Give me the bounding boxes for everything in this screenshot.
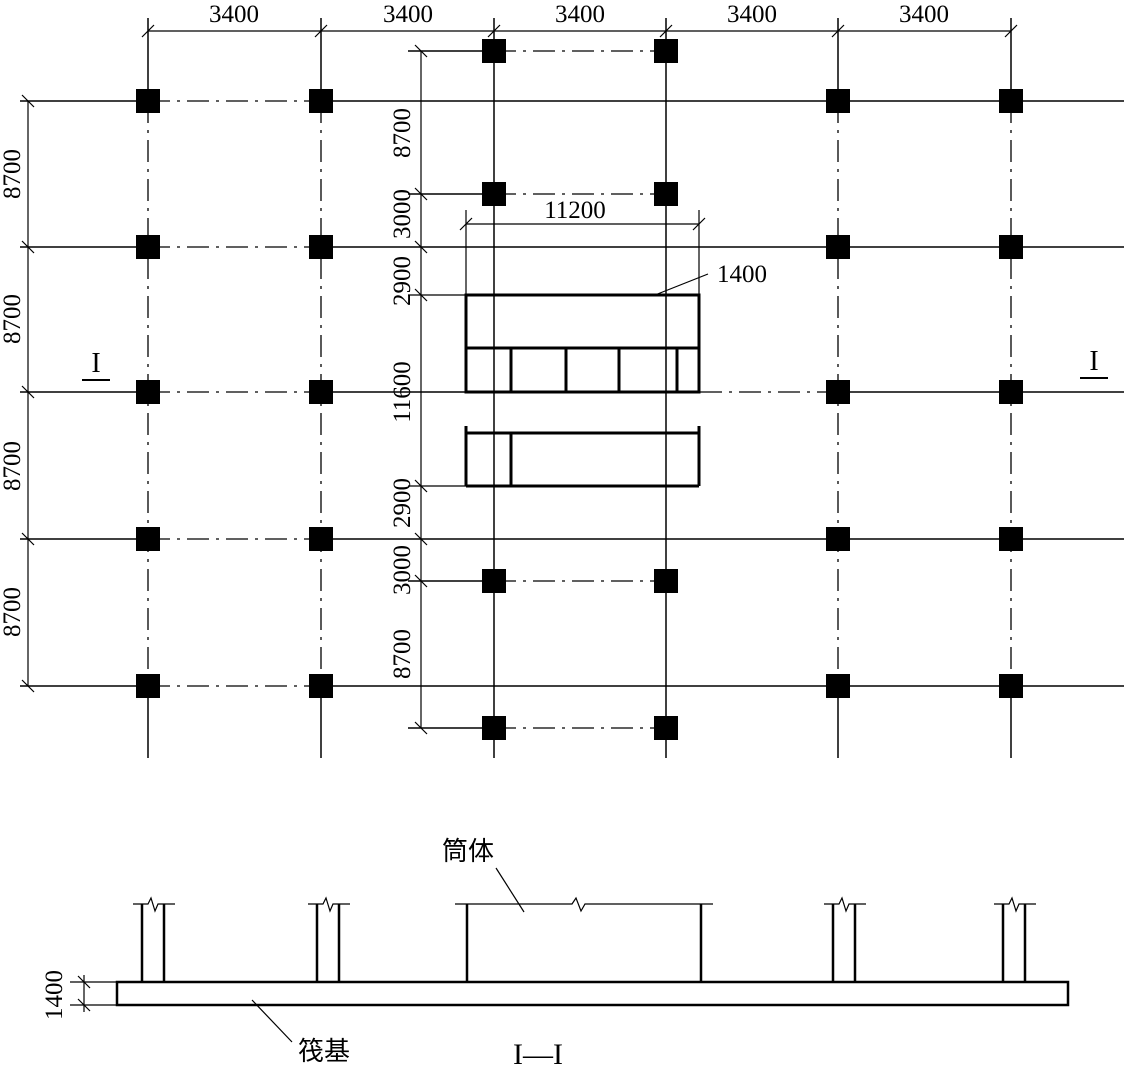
column — [999, 527, 1023, 551]
column — [136, 235, 160, 259]
horizontal-axes — [20, 50, 1124, 729]
top-dim-5: 3400 — [899, 1, 949, 28]
column — [482, 182, 506, 206]
column — [826, 527, 850, 551]
core-vertical-dimension: 8700 3000 2900 11600 2900 3000 8700 — [389, 44, 466, 735]
core-width-label: 11200 — [544, 197, 606, 224]
column — [999, 89, 1023, 113]
section-column — [133, 896, 175, 982]
left-dim-4: 8700 — [0, 587, 26, 637]
column — [826, 89, 850, 113]
column — [482, 569, 506, 593]
plan-view: 3400 3400 3400 3400 3400 8700 8700 8700 … — [0, 1, 1124, 758]
raft-thickness-label: 1400 — [41, 970, 68, 1020]
column — [999, 380, 1023, 404]
column — [654, 569, 678, 593]
core-dim-5: 2900 — [389, 478, 416, 528]
column — [482, 716, 506, 740]
column — [309, 527, 333, 551]
core-dim-3: 2900 — [389, 256, 416, 306]
raft-label: 筏基 — [298, 1037, 350, 1066]
column — [309, 380, 333, 404]
left-dimension: 8700 8700 8700 8700 — [0, 94, 35, 693]
core-width-dimension: 11200 — [459, 197, 706, 295]
column — [482, 39, 506, 63]
left-dim-1: 8700 — [0, 149, 26, 199]
core-tube-label: 筒体 — [442, 837, 494, 867]
core-dim-1: 8700 — [389, 108, 416, 158]
section-column — [994, 896, 1036, 982]
left-dim-2: 8700 — [0, 294, 26, 344]
columns — [136, 39, 1023, 740]
left-dim-3: 8700 — [0, 441, 26, 491]
column — [654, 182, 678, 206]
column — [999, 235, 1023, 259]
core-dim-7: 8700 — [389, 629, 416, 679]
section-view: 1400 — [41, 837, 1070, 1066]
section-columns — [133, 896, 1036, 982]
core-dim-4: 11600 — [389, 361, 416, 423]
column — [309, 235, 333, 259]
core-tube-plan: 1400 — [464, 261, 767, 488]
column — [654, 39, 678, 63]
column — [999, 674, 1023, 698]
section-column — [824, 896, 866, 982]
column — [654, 716, 678, 740]
top-dim-2: 3400 — [383, 1, 433, 28]
section-marks: I I — [82, 346, 1108, 381]
column — [136, 89, 160, 113]
column — [826, 380, 850, 404]
top-dim-1: 3400 — [209, 1, 259, 28]
raft-thickness-dimension: 1400 — [41, 970, 117, 1020]
wall-thickness-label: 1400 — [717, 261, 767, 288]
section-mark-left: I — [91, 348, 100, 379]
section-core-tube — [455, 896, 713, 982]
core-dim-2: 3000 — [389, 189, 416, 239]
column — [309, 89, 333, 113]
section-title: I—I — [513, 1038, 563, 1066]
core-dim-6: 3000 — [389, 545, 416, 595]
column — [309, 674, 333, 698]
column — [136, 674, 160, 698]
section-column — [308, 896, 350, 982]
raft-slab — [115, 980, 1070, 1007]
column — [826, 674, 850, 698]
column — [136, 380, 160, 404]
top-dimension: 3400 3400 3400 3400 3400 — [141, 1, 1018, 38]
top-dim-4: 3400 — [727, 1, 777, 28]
top-dim-3: 3400 — [555, 1, 605, 28]
column — [826, 235, 850, 259]
column — [136, 527, 160, 551]
section-mark-right: I — [1089, 346, 1098, 377]
vertical-axes — [147, 18, 1012, 758]
